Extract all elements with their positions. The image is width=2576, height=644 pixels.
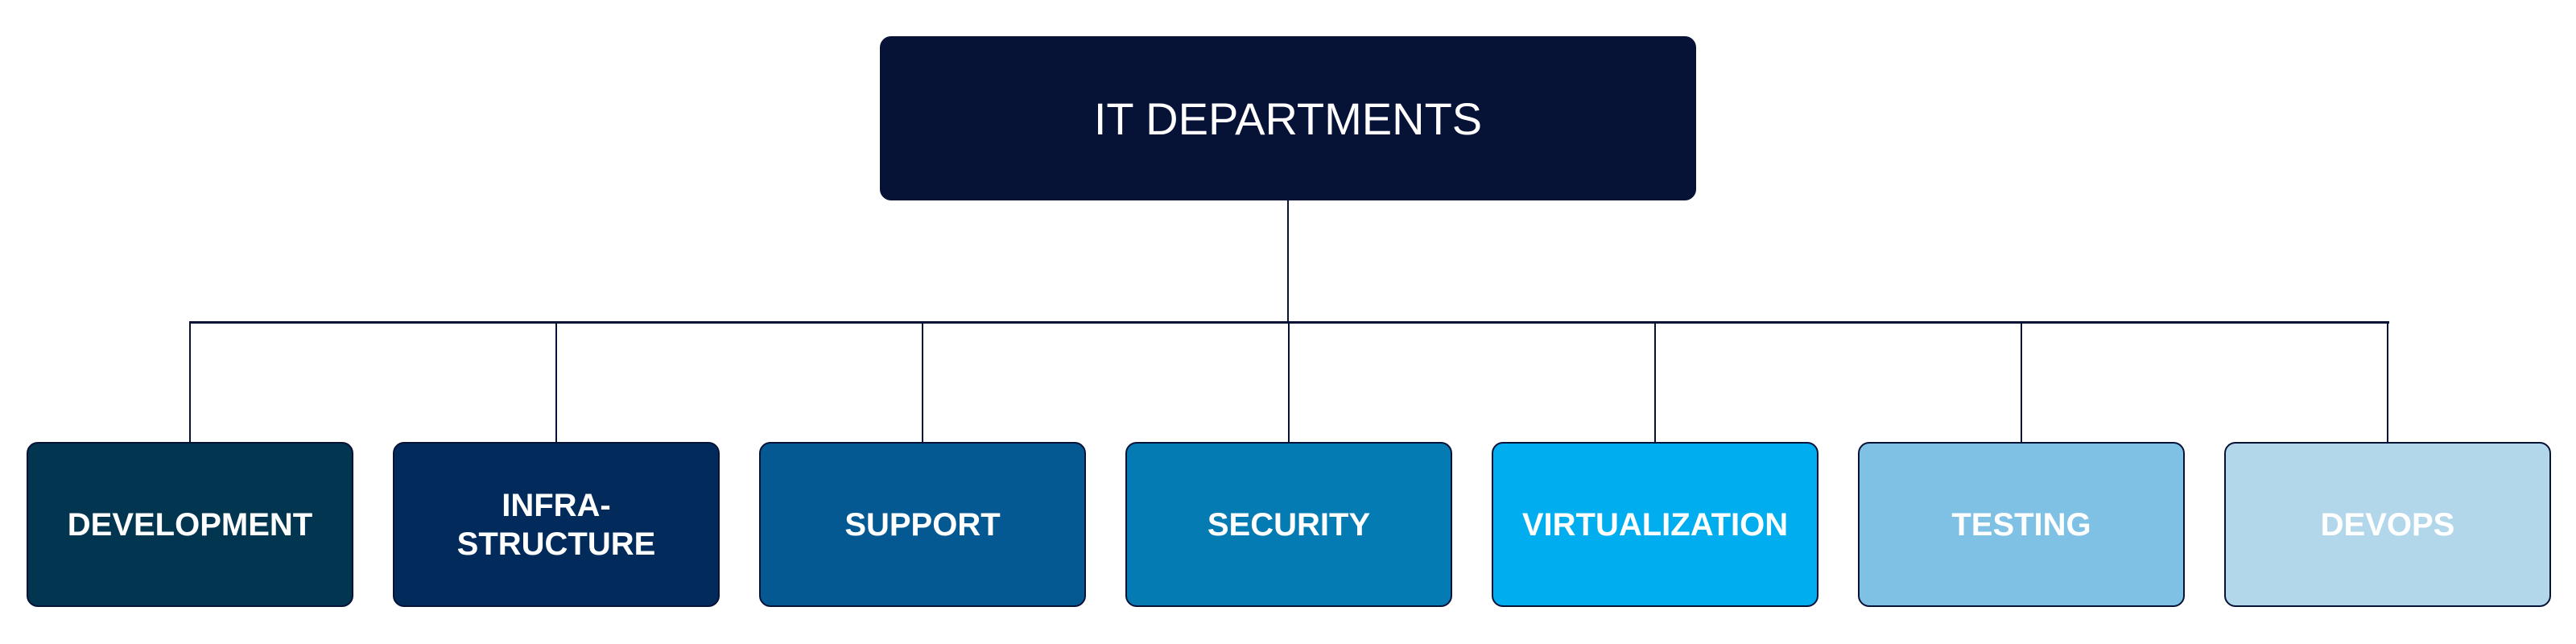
department-node: DEVELOPMENT xyxy=(27,442,353,607)
department-label: DEVELOPMENT xyxy=(67,506,313,543)
connector-stem xyxy=(2387,322,2388,443)
department-label: VIRTUALIZATION xyxy=(1521,506,1789,543)
connector-stem xyxy=(2021,322,2022,443)
root-node-it-departments: IT DEPARTMENTS xyxy=(880,36,1696,200)
department-label: INFRA- STRUCTURE xyxy=(456,487,656,562)
department-node: DEVOPS xyxy=(2224,442,2551,607)
department-node: TESTING xyxy=(1858,442,2185,607)
connector-stem xyxy=(1288,322,1290,443)
department-label: TESTING xyxy=(1951,506,2091,543)
department-label: DEVOPS xyxy=(2320,506,2455,543)
root-node-label: IT DEPARTMENTS xyxy=(1093,93,1483,144)
connector-root-stem xyxy=(1287,200,1289,323)
department-node: SUPPORT xyxy=(759,442,1086,607)
department-node: SECURITY xyxy=(1125,442,1452,607)
connector-stem xyxy=(922,322,923,443)
department-label: SUPPORT xyxy=(844,506,1001,543)
connector-stem xyxy=(1654,322,1656,443)
connector-stem xyxy=(555,322,557,443)
department-label: SECURITY xyxy=(1207,506,1371,543)
department-node: VIRTUALIZATION xyxy=(1492,442,1818,607)
department-node: INFRA- STRUCTURE xyxy=(393,442,720,607)
connector-stem xyxy=(189,322,191,443)
